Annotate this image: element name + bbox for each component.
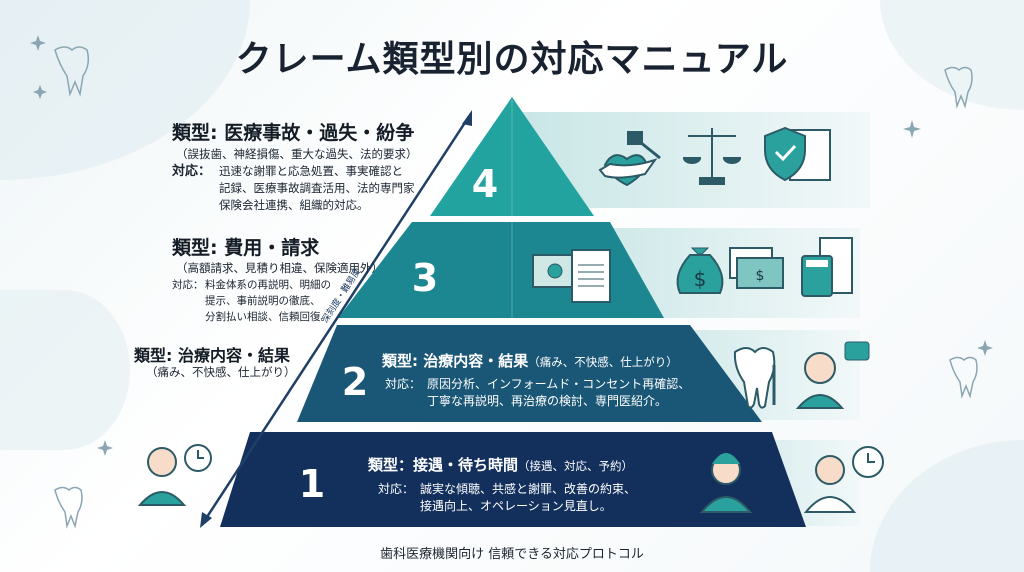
tier-3-shape <box>338 222 664 318</box>
background-blob <box>0 290 130 450</box>
tier-2-number: 2 <box>341 360 369 404</box>
footer-caption: 歯科医療機関向け 信頼できる対応プロトコル <box>380 547 644 562</box>
doctor-icon <box>699 453 753 513</box>
response-line: 接遇向上、オペレーション見直し。 <box>420 499 612 513</box>
tier-2-inner-type-text: 類型: 治療内容・結果 <box>382 352 529 370</box>
response-line: 保険会社連携、組織的対応。 <box>219 198 369 212</box>
tier-2-inner-examples: （痛み、不快感、仕上がり） <box>528 355 678 369</box>
tier-2-shape <box>297 325 762 422</box>
tier-4-shape <box>430 97 594 216</box>
response-line: 丁寧な再説明、再治療の検討、専門医紹介。 <box>427 394 668 408</box>
tier-1-response: 誠実な傾聴、共感と謝罪、改善の約束、 接遇向上、オペレーション見直し。 <box>420 481 636 515</box>
response-line: 記録、医療事故調査活用、法的専門家 <box>219 181 415 195</box>
response-line: 提示、事前説明の徹底、 <box>205 295 321 307</box>
tier-3-number: 3 <box>411 256 439 300</box>
tier-4-examples: （誤抜歯、神経損傷、重大な過失、法的要求） <box>176 147 418 161</box>
tier-2-response: 原因分析、インフォームド・コンセント再確認、 丁寧な再説明、再治療の検討、専門医… <box>427 376 690 410</box>
tooth-icon <box>54 46 978 529</box>
severity-arrow <box>203 117 470 521</box>
worried-patient-clock-icon <box>137 444 212 506</box>
page-title: クレーム類型別の対応マニュアル <box>235 39 789 80</box>
response-line: 料金体系の再説明、明細の <box>205 279 331 291</box>
tier-1-inner-type: 類型：接遇・待ち時間（接遇、対応、予約） <box>368 454 633 475</box>
response-line: 迅速な謝罪と応急処置、事実確認と <box>219 164 403 178</box>
tier-2-response-label: 対応： <box>385 377 422 391</box>
arrow-head-up <box>462 110 472 126</box>
tier-2-inner-type: 類型: 治療内容・結果（痛み、不快感、仕上がり） <box>382 350 678 371</box>
calculator-receipt-icon <box>801 237 853 297</box>
arrow-head-down <box>200 512 212 528</box>
hand-gavel-heart-icon <box>598 131 661 187</box>
cash-stack-icon: $ <box>729 247 784 289</box>
tier-3-response-label: 対応： <box>172 279 204 291</box>
tier-4-number: 4 <box>471 162 499 206</box>
tier-3-type-label: 類型: 費用・請求 <box>172 237 320 259</box>
tier-1-number: 1 <box>298 462 326 506</box>
tier-2-examples: （痛み、不快感、仕上がり） <box>146 365 296 379</box>
tier-3-response: 料金体系の再説明、明細の 提示、事前説明の徹底、 分割払い相談、信頼回復。 <box>205 277 331 325</box>
smiling-patient-icon <box>795 341 870 409</box>
tier-1-inner-type-text: 類型：接遇・待ち時間 <box>368 456 519 474</box>
sparkle-icon <box>30 35 993 456</box>
tier-1-inner-examples: （接遇、対応、予約） <box>518 459 634 473</box>
tier-1-response-label: 対応： <box>378 482 415 496</box>
tier-2-type-label: 類型: 治療内容・結果 <box>134 346 290 365</box>
shield-document-icon <box>764 126 831 182</box>
svg-text:$: $ <box>694 267 707 291</box>
tier-4-response-label: 対応： <box>172 164 212 179</box>
tier-4-response: 迅速な謝罪と応急処置、事実確認と 記録、医療事故調査活用、法的専門家 保険会社連… <box>219 163 415 214</box>
money-invoice-icon <box>532 249 611 303</box>
tier-4-type-label: 類型: 医療事故・過失・紛争 <box>172 122 415 144</box>
response-line: 誠実な傾聴、共感と謝罪、改善の約束、 <box>420 482 637 496</box>
response-line: 分割払い相談、信頼回復。 <box>205 311 331 323</box>
svg-text:$: $ <box>756 268 765 284</box>
doctor-clock-icon <box>803 446 884 513</box>
tier-3-examples: （高額請求、見積り相違、保険適用外） <box>176 261 383 275</box>
scales-icon <box>682 128 742 185</box>
tier-1-shape <box>220 432 806 527</box>
response-line: 原因分析、インフォームド・コンセント再確認、 <box>427 377 691 391</box>
tooth-mirror-icon <box>733 347 776 409</box>
money-bag-icon: $ <box>676 247 724 294</box>
